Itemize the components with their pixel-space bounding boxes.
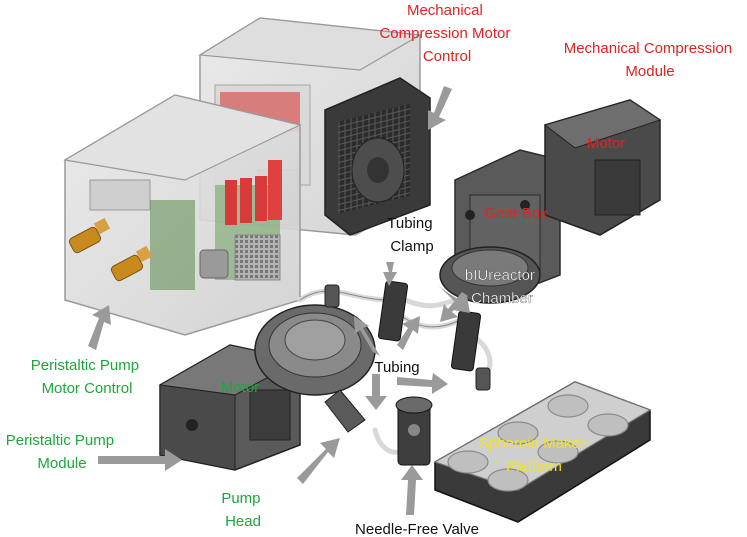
arrow-tubing-clamp: [438, 285, 470, 313]
peristaltic-pump-module: [158, 304, 376, 471]
label-peri-motor-control: Peristaltic Pump Motor Control: [31, 357, 144, 397]
label-motor-bottom: Motor: [221, 379, 259, 396]
tubing-clamp: [377, 280, 482, 372]
label-tubing-clamp: Tubing Clamp: [387, 215, 436, 255]
label-motor-top: Motor: [587, 135, 625, 152]
arrow-tubing-clamp: [383, 262, 397, 286]
arrow-tubing: [397, 373, 448, 394]
arrow-bioreactor: [440, 292, 468, 322]
bnc-connector: [110, 245, 153, 282]
label-bioreactor: bIUreactor Chamber: [465, 267, 539, 307]
label-peri-module: Peristaltic Pump Module: [6, 432, 119, 472]
arrow-tubing: [397, 316, 420, 350]
pointer-arrows: [88, 86, 470, 515]
arrow-peri-control: [88, 305, 111, 350]
spheroid-maker-platform: [433, 381, 652, 523]
terminal-blocks: [225, 160, 282, 225]
bnc-connector: [68, 217, 111, 254]
arrow-pump-head: [297, 438, 340, 484]
pump-head: [254, 304, 376, 433]
arrow-needle-valve: [401, 465, 423, 515]
peristaltic-motor-control-box: [63, 94, 302, 336]
arrow-tubing: [365, 374, 387, 410]
arrow-peri-module: [98, 449, 182, 471]
text-labels: Mechanical Compression Motor Control Mec…: [6, 2, 737, 537]
tubing-outline: [299, 290, 461, 328]
label-pump-head: Pump Head: [221, 490, 264, 530]
arrow-tubing: [354, 316, 380, 356]
tubing-connector: [324, 284, 491, 391]
label-mech-module: Mechanical Compression Module: [564, 40, 737, 80]
label-mech-motor-control: Mechanical Compression Motor Control: [379, 2, 514, 65]
label-gear-box: Gear Box: [484, 205, 548, 222]
needle-free-valve: [395, 396, 433, 466]
label-needle-valve: Needle-Free Valve: [355, 521, 479, 537]
label-spheroid: Spheroid Maker Platform: [479, 435, 589, 475]
label-tubing: Tubing: [374, 359, 419, 376]
arrow-mech-control: [428, 86, 452, 130]
mech-compression-module: [439, 99, 662, 304]
